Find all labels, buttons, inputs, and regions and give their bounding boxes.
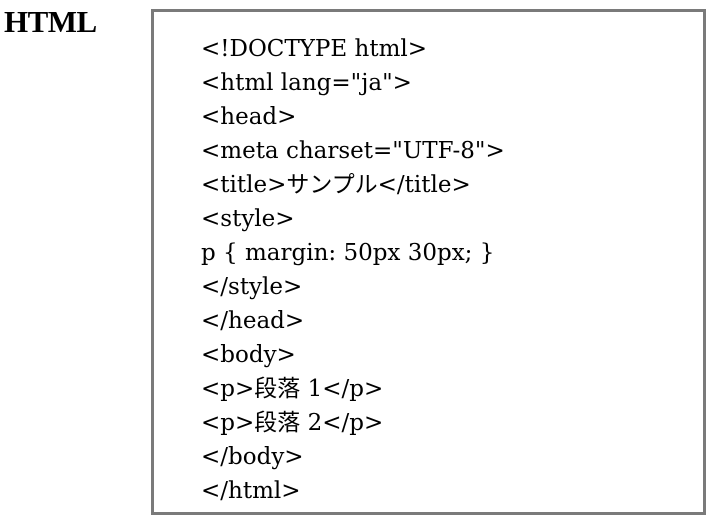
code-line-style-open: <style> — [201, 206, 295, 232]
code-line-meta-charset: <meta charset="UTF-8"> — [201, 138, 505, 164]
code-line-paragraph-1: <p>段落 1</p> — [201, 376, 384, 402]
code-line-html-open: <html lang="ja"> — [201, 70, 412, 96]
code-lines: <!DOCTYPE html> <html lang="ja"> <head> … — [201, 32, 505, 508]
code-line-body-close: </body> — [201, 444, 304, 470]
code-line-style-close: </style> — [201, 274, 303, 300]
code-line-paragraph-2: <p>段落 2</p> — [201, 410, 384, 436]
code-line-css-rule: p { margin: 50px 30px; } — [201, 240, 495, 266]
code-line-head-open: <head> — [201, 104, 297, 130]
code-line-doctype: <!DOCTYPE html> — [201, 36, 428, 62]
code-line-html-close: </html> — [201, 478, 301, 504]
code-listing-box: <!DOCTYPE html> <html lang="ja"> <head> … — [151, 9, 706, 515]
code-line-head-close: </head> — [201, 308, 305, 334]
section-heading: HTML — [4, 4, 97, 39]
code-line-title: <title>サンプル</title> — [201, 172, 471, 198]
code-line-body-open: <body> — [201, 342, 296, 368]
